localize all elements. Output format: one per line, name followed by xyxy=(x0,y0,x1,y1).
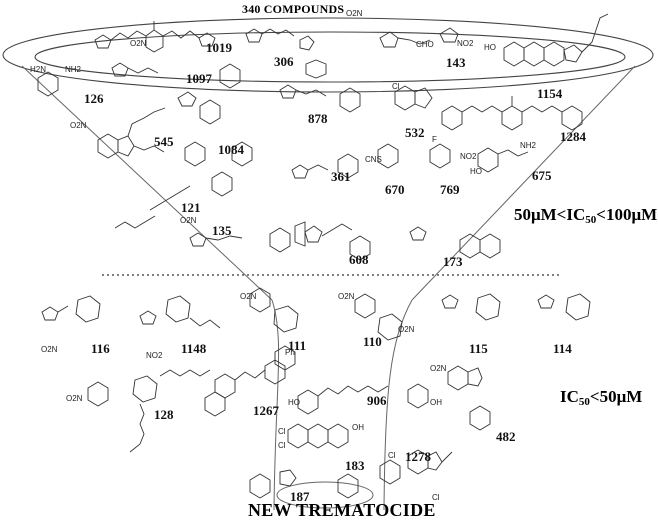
compound-label: 1084 xyxy=(218,142,244,157)
compound-label: 143 xyxy=(446,55,466,70)
compound-label: 111 xyxy=(288,338,307,353)
compound-label: 1278 xyxy=(405,449,431,464)
svg-text:Ph: Ph xyxy=(285,348,295,357)
svg-text:HO: HO xyxy=(484,43,496,52)
compound-label: 675 xyxy=(532,168,552,183)
svg-text:NO2: NO2 xyxy=(460,152,477,161)
svg-text:H2N: H2N xyxy=(30,65,46,74)
compound-label: 116 xyxy=(91,341,110,356)
structure-sketches xyxy=(37,13,609,499)
compound-label: 306 xyxy=(274,54,294,69)
svg-text:HO: HO xyxy=(470,167,482,176)
svg-text:O2N: O2N xyxy=(180,216,197,225)
svg-text:O2N: O2N xyxy=(41,345,58,354)
svg-text:OH: OH xyxy=(430,398,442,407)
compound-label: 1267 xyxy=(253,403,279,418)
compound-label: 361 xyxy=(331,169,351,184)
threshold-subscript: 50 xyxy=(585,214,597,226)
svg-text:NH2: NH2 xyxy=(520,141,537,150)
svg-text:Cl: Cl xyxy=(278,427,286,436)
svg-text:O2N: O2N xyxy=(430,364,447,373)
svg-text:O2N: O2N xyxy=(240,292,257,301)
compound-label: 1148 xyxy=(181,341,207,356)
svg-text:NO2: NO2 xyxy=(146,351,163,360)
svg-text:NO2: NO2 xyxy=(457,39,474,48)
compound-label: 906 xyxy=(367,393,387,408)
compound-label: 769 xyxy=(440,182,460,197)
compound-label: 187 xyxy=(290,489,310,504)
svg-text:F: F xyxy=(432,135,437,144)
compound-label: 1284 xyxy=(560,129,586,144)
svg-text:O2N: O2N xyxy=(70,121,87,130)
threshold-prefix: 50μM<IC xyxy=(514,205,586,224)
svg-text:Cl: Cl xyxy=(388,451,396,460)
svg-text:Cl: Cl xyxy=(432,493,440,502)
threshold-label-below-50: IC50<50μM xyxy=(560,387,642,408)
compound-label: 121 xyxy=(181,200,201,215)
svg-text:O2N: O2N xyxy=(346,9,363,18)
svg-text:NH2: NH2 xyxy=(65,65,82,74)
compound-label: 1154 xyxy=(537,86,563,101)
svg-text:Cl: Cl xyxy=(278,441,286,450)
compound-label: 110 xyxy=(363,334,382,349)
svg-text:Cl: Cl xyxy=(392,82,400,91)
compound-label: 183 xyxy=(345,458,365,473)
svg-text:OH: OH xyxy=(352,423,364,432)
compound-label: 126 xyxy=(84,91,104,106)
result-label: NEW TREMATOCIDE xyxy=(248,500,436,520)
svg-text:CHO: CHO xyxy=(416,40,434,49)
compound-label: 608 xyxy=(349,252,369,267)
compound-label: 878 xyxy=(308,111,328,126)
compound-label: 114 xyxy=(553,341,572,356)
compound-label: 1019 xyxy=(206,40,232,55)
threshold-subscript: 50 xyxy=(578,396,590,408)
svg-text:O2N: O2N xyxy=(130,39,147,48)
svg-text:O2N: O2N xyxy=(398,325,415,334)
threshold-label-50-100: 50μM<IC50<100μM xyxy=(514,205,657,226)
compound-label: 115 xyxy=(469,341,488,356)
svg-text:O2N: O2N xyxy=(66,394,83,403)
compound-label: 173 xyxy=(443,254,463,269)
threshold-suffix: <100μM xyxy=(596,205,658,224)
threshold-prefix: IC xyxy=(560,387,579,406)
compound-label: 135 xyxy=(212,223,232,238)
threshold-suffix: <50μM xyxy=(589,387,643,406)
compound-label: 482 xyxy=(496,429,516,444)
compound-label: 545 xyxy=(154,134,174,149)
compound-label: 128 xyxy=(154,407,174,422)
compound-label: 670 xyxy=(385,182,405,197)
svg-text:O2N: O2N xyxy=(338,292,355,301)
diagram-title: 340 COMPOUNDS xyxy=(242,2,345,16)
svg-text:HO: HO xyxy=(288,398,300,407)
atom-labels: H2N NH2 O2N O2N O2N HO Cl CNS CHO NO2 HO… xyxy=(30,9,537,502)
compound-label: 532 xyxy=(405,125,425,140)
svg-text:CNS: CNS xyxy=(365,155,382,164)
compound-label: 1097 xyxy=(186,71,212,86)
